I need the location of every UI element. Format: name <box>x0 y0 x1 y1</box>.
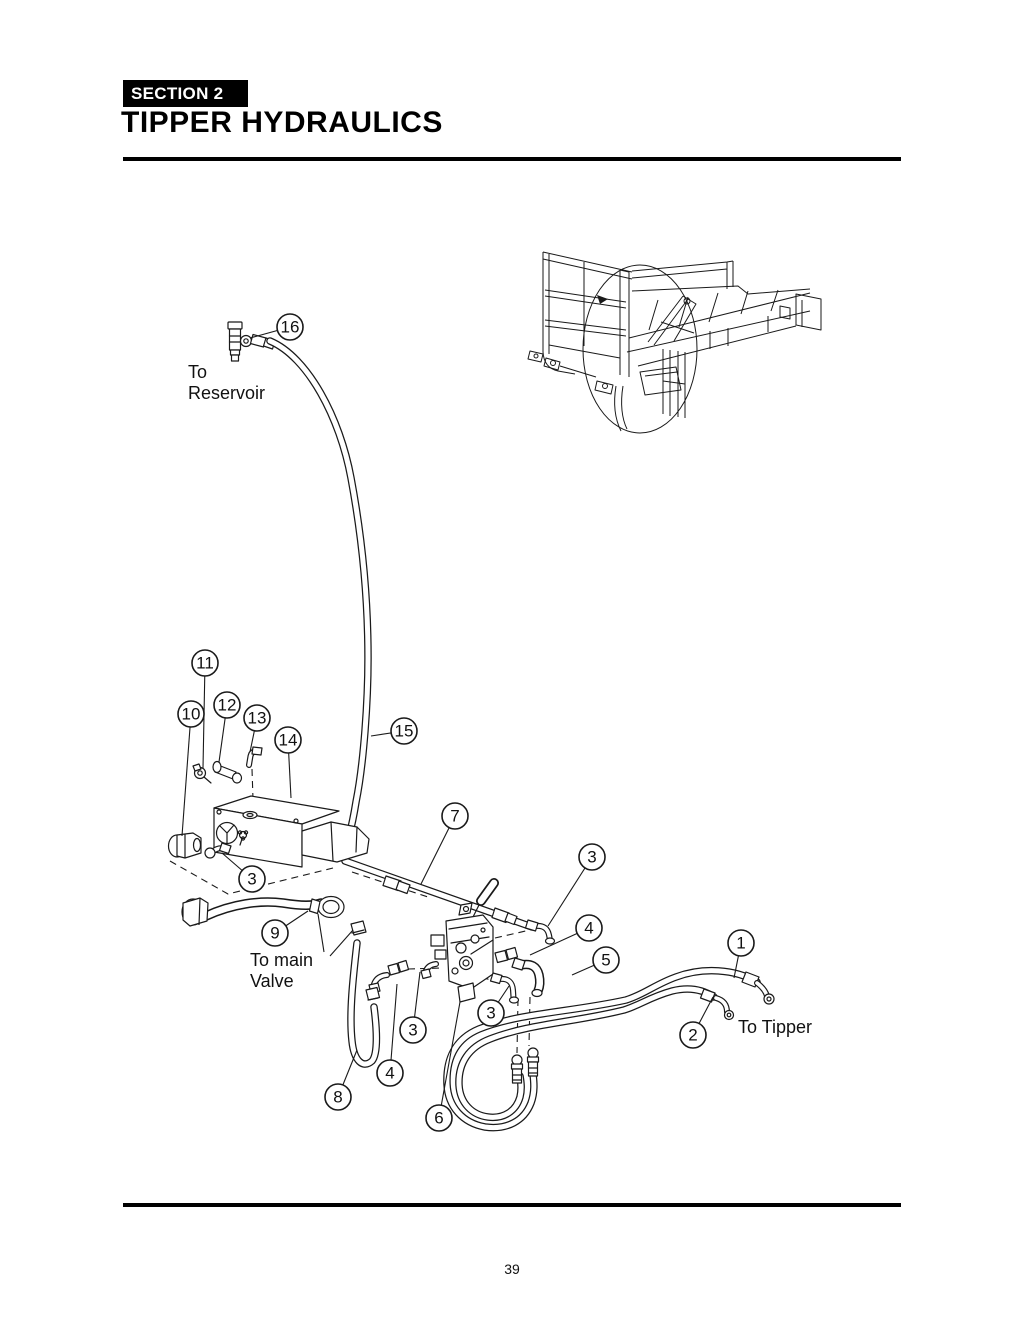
callout-13: 13 <box>243 704 271 753</box>
callout-10: 10 <box>177 700 205 837</box>
elbow-fitting-3c <box>489 972 520 1004</box>
callout-12: 12 <box>213 691 241 763</box>
hose-7 <box>341 857 556 945</box>
section-badge: SECTION 2 <box>123 80 248 107</box>
callout-5: 5 <box>571 946 620 976</box>
callout-14: 14 <box>274 726 302 799</box>
fitting-10 <box>167 832 202 859</box>
callout-number: 9 <box>270 924 279 943</box>
header-rule <box>123 157 901 161</box>
callout-circle <box>191 649 219 677</box>
elbow-fitting-left <box>420 961 439 980</box>
callout-circle <box>274 726 302 754</box>
tipper-hoses <box>443 966 775 1132</box>
callout-circle <box>238 865 266 893</box>
callout-number: 8 <box>333 1088 342 1107</box>
callout-number: 13 <box>248 709 267 728</box>
elbow-fitting-3b <box>204 842 232 859</box>
callout-number: 3 <box>247 870 256 889</box>
callout-circle <box>213 691 241 719</box>
control-valve <box>430 878 499 1003</box>
fitting-3d <box>387 959 410 976</box>
callout-3: 3 <box>399 971 427 1044</box>
hose-8 <box>347 920 381 1068</box>
callout-circle <box>477 999 505 1027</box>
callout-circle <box>276 313 304 341</box>
callout-leader-line <box>181 713 192 837</box>
callout-16: 16 <box>249 313 304 341</box>
valve-block-14 <box>213 795 370 868</box>
callout-3: 3 <box>221 852 266 893</box>
callout-circle <box>243 704 271 732</box>
callout-circle <box>376 1059 404 1087</box>
callout-circle <box>261 919 289 947</box>
callout-1: 1 <box>727 929 755 979</box>
callout-8: 8 <box>324 1049 358 1111</box>
label-to-tipper: To Tipper <box>738 1017 812 1037</box>
callout-circle <box>441 802 469 830</box>
callout-4: 4 <box>529 914 603 956</box>
callout-circle <box>575 914 603 942</box>
hose-end-1 <box>741 971 775 1005</box>
callout-circle <box>177 700 205 728</box>
callout-3: 3 <box>477 985 510 1027</box>
callout-circle <box>390 717 418 745</box>
page-number: 39 <box>504 1261 520 1277</box>
hose-9 <box>181 895 345 927</box>
callout-circle <box>578 843 606 871</box>
loop-hose-fittings <box>510 1047 540 1084</box>
callout-9: 9 <box>261 910 309 947</box>
callout-number: 7 <box>450 807 459 826</box>
callout-number: 6 <box>434 1109 443 1128</box>
callout-number: 4 <box>584 919 593 938</box>
callout-circle <box>592 946 620 974</box>
callout-number: 15 <box>395 722 414 741</box>
hose-end-2 <box>699 988 735 1021</box>
callout-4: 4 <box>376 983 404 1087</box>
callout-number: 5 <box>601 951 610 970</box>
footer-rule <box>123 1203 901 1207</box>
callout-circle <box>399 1016 427 1044</box>
reservoir-fitting <box>227 321 276 362</box>
elbow-fitting-5 <box>511 957 545 998</box>
callout-circle <box>425 1104 453 1132</box>
callout-number: 16 <box>281 318 300 337</box>
fitting-11 <box>192 763 212 784</box>
callout-number: 2 <box>688 1026 697 1045</box>
hose-15 <box>266 337 372 862</box>
callout-number: 4 <box>385 1064 394 1083</box>
section-badge-label: SECTION 2 <box>131 83 224 103</box>
callout-number: 3 <box>587 848 596 867</box>
callout-number: 12 <box>218 696 237 715</box>
callout-number: 14 <box>279 731 298 750</box>
callout-6: 6 <box>425 1001 461 1132</box>
callout-2: 2 <box>679 996 714 1049</box>
fitting-4a <box>494 946 519 964</box>
callout-number: 3 <box>486 1004 495 1023</box>
page-title: TIPPER HYDRAULICS <box>121 106 443 139</box>
callout-number: 3 <box>408 1021 417 1040</box>
fitting-12 <box>212 760 243 784</box>
highlight-ellipse <box>582 264 698 434</box>
elbow-fitting-3a <box>524 919 556 945</box>
callout-number: 10 <box>182 705 201 724</box>
fitting-13 <box>246 746 263 768</box>
callout-7: 7 <box>420 802 469 885</box>
callout-15: 15 <box>370 717 418 745</box>
truck-frame-illustration <box>527 251 822 434</box>
callout-3: 3 <box>547 843 606 927</box>
callout-leader-line <box>389 983 398 1074</box>
callout-circle <box>324 1083 352 1111</box>
callout-number: 11 <box>196 654 214 673</box>
label-leader-lines <box>317 913 354 957</box>
callout-circle <box>727 929 755 957</box>
callout-leader-line <box>438 1001 461 1119</box>
callout-number: 1 <box>736 934 745 953</box>
callout-circle <box>679 1021 707 1049</box>
